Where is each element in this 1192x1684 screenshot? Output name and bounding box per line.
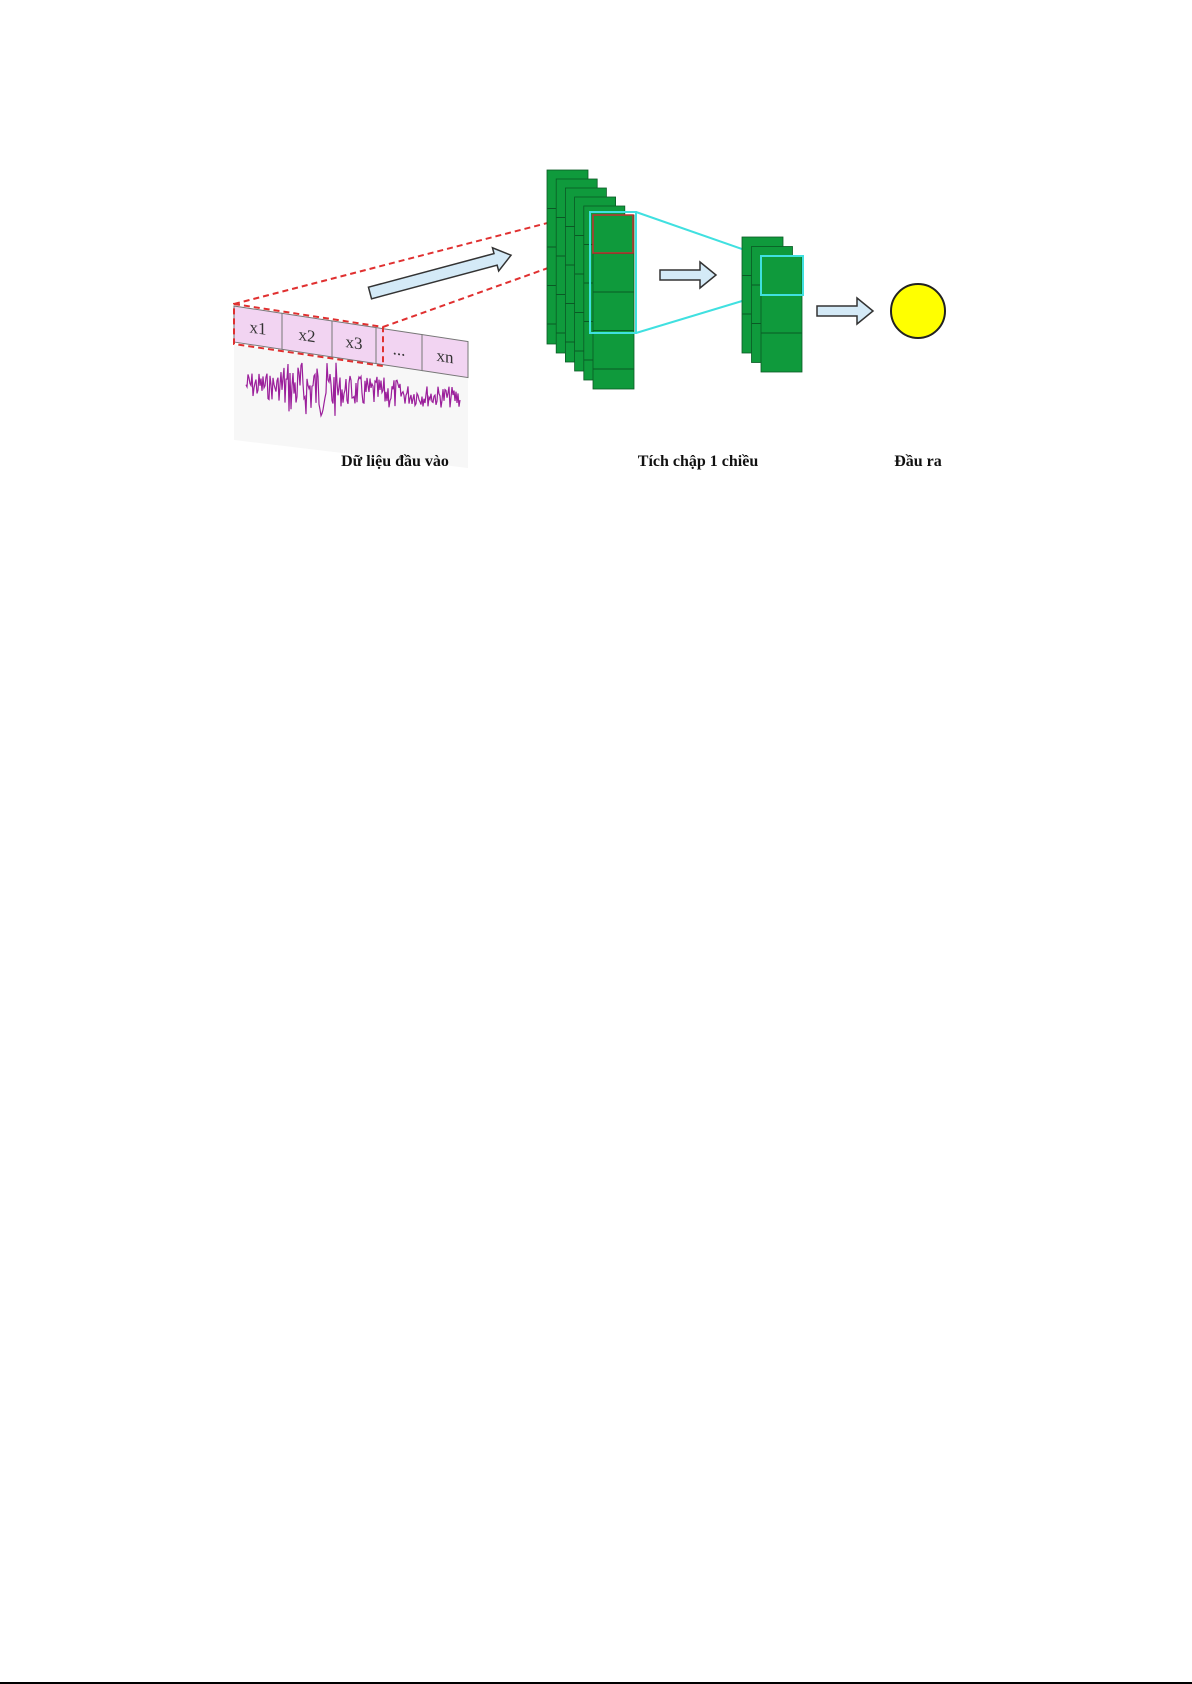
signal-waveform — [245, 362, 461, 418]
kernel-window — [592, 214, 634, 254]
sequence-cell-label: x2 — [299, 325, 316, 346]
input-data-panel: x1 x2 x3... xn — [233, 302, 469, 468]
arrow-input-to-conv-icon — [367, 246, 513, 300]
sequence-cell-label: x3 — [346, 332, 363, 353]
conv-label: Tích chập 1 chiều — [638, 453, 759, 470]
projection-line-top — [233, 211, 591, 305]
receptive-field-box — [233, 302, 384, 368]
arrow-to-output-icon — [816, 296, 875, 326]
input-sequence-strip: x1 x2 x3... xn — [233, 305, 469, 379]
sequence-cell-label: x1 — [250, 317, 267, 338]
pooled-cell-highlight — [760, 255, 804, 296]
pooling-window — [589, 211, 637, 334]
feature-map-layer — [592, 214, 635, 390]
output-node — [890, 283, 946, 339]
feature-map-layer — [760, 255, 803, 373]
arrow-conv-to-pool-icon — [659, 260, 718, 290]
page-bottom-rule — [0, 1682, 1192, 1684]
sequence-cell — [421, 334, 469, 379]
cyan-projection-top — [635, 211, 763, 257]
sequence-cell-label: ... — [393, 339, 406, 360]
output-label: Đầu ra — [894, 453, 942, 470]
sequence-cell-label: xn — [437, 346, 454, 368]
input-label: Dữ liệu đầu vào — [341, 453, 449, 470]
pooled-feature-maps — [741, 236, 803, 373]
cyan-projection-bottom — [635, 294, 763, 334]
